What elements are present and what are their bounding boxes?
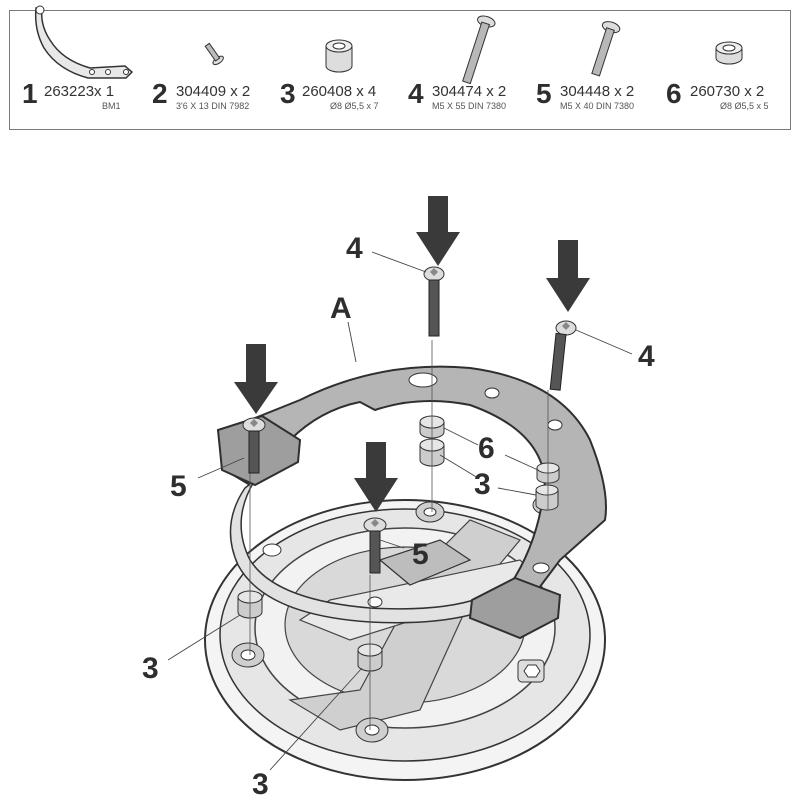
guide-lines [249,340,549,730]
parts-list-box [9,10,791,130]
callout-6: 6 [478,432,495,465]
callout-5-left: 5 [170,470,187,503]
part-code: 260408 x 4 [302,83,377,100]
leader-lines [167,251,633,771]
label-a: A [330,292,352,325]
bolt-4-right [549,320,577,391]
arrow-down-icon [546,240,590,312]
bracket-plate-icon [34,5,134,79]
part-code: 304409 x 2 [176,83,251,100]
part-number: 2 [152,78,168,109]
spacer-tall-icon [325,39,353,73]
callout-3-bottom: 3 [252,768,269,800]
spacer-short-icon [715,41,743,65]
part-spec: M5 X 55 DIN 7380 [432,101,507,111]
part-number: 6 [666,78,682,109]
part-spec: Ø8 Ø5,5 x 7 [330,101,379,111]
callout-3-mid: 3 [474,468,491,501]
part-code: 304474 x 2 [432,83,507,100]
arrow-down-icon [416,196,460,266]
part-code: 263223x 1 [44,83,115,100]
tank-flange [204,495,606,781]
bolt-4-top [423,266,445,337]
part-spec: M5 X 40 DIN 7380 [560,101,635,111]
part-number: 4 [408,78,424,109]
callout-4-top: 4 [346,232,363,265]
part-number: 3 [280,78,296,109]
long-bolt-icon [462,15,496,85]
spacer-3-right [535,484,559,511]
part-number: 5 [536,78,552,109]
small-screw-icon [204,42,224,66]
arrow-down-icon [354,442,398,512]
arrow-down-icon [234,344,278,414]
part-spec: 3'6 X 13 DIN 7982 [176,101,250,111]
callout-5-center: 5 [412,538,429,571]
medium-bolt-icon [591,21,621,77]
mounting-ring [216,365,607,640]
callout-3-left: 3 [142,652,159,685]
part-code: 260730 x 2 [690,83,765,100]
bolt-5-center [363,517,387,574]
part-spec: BM1 [102,101,121,111]
callout-4-right: 4 [638,340,655,373]
part-number: 1 [22,78,38,109]
insert-arrows [234,196,590,512]
bolt-5-left [242,417,266,474]
part-spec: Ø8 Ø5,5 x 5 [720,101,769,111]
part-code: 304448 x 2 [560,83,635,100]
